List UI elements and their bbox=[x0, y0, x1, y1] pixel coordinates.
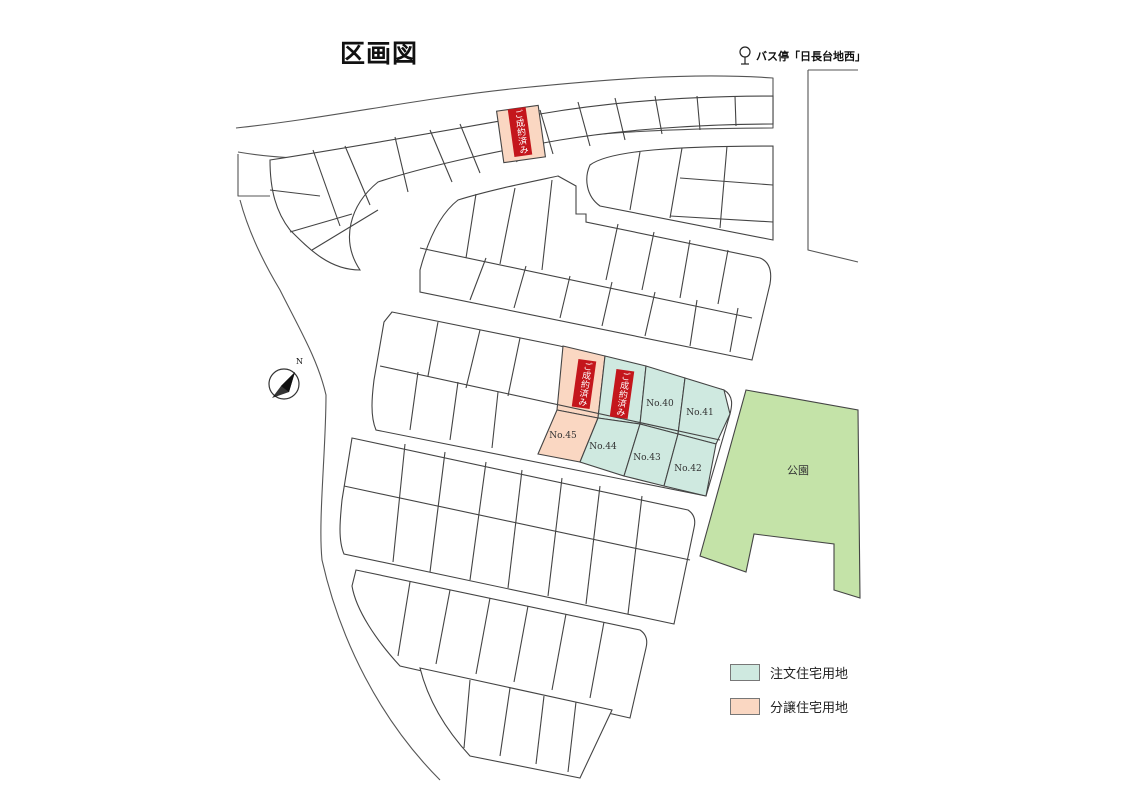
legend-item-custom: 注文住宅用地 bbox=[730, 662, 848, 682]
block-d bbox=[371, 311, 733, 497]
sold-badge-top: ご成約済み bbox=[507, 106, 533, 158]
lot-label: No.43 bbox=[633, 453, 661, 463]
legend-swatch-custom bbox=[730, 663, 760, 681]
lot-42 bbox=[663, 433, 717, 497]
park-label: 公園 bbox=[787, 464, 809, 477]
bus-stop-pin-icon bbox=[739, 46, 751, 65]
lot-label: No.45 bbox=[549, 431, 577, 441]
block-g bbox=[419, 667, 613, 779]
page-title: 区画図 bbox=[340, 39, 419, 68]
legend-item-sale: 分譲住宅用地 bbox=[730, 696, 848, 716]
block-c bbox=[419, 175, 772, 361]
legend-label-custom: 注文住宅用地 bbox=[770, 666, 849, 682]
road-edge-right bbox=[807, 70, 859, 263]
block-b bbox=[586, 145, 774, 241]
road-edge-left-2 bbox=[239, 199, 441, 781]
north-arrow-icon: N bbox=[268, 357, 303, 400]
north-label: N bbox=[296, 357, 303, 366]
bus-stop: バス停「日長台地西」 bbox=[738, 46, 866, 66]
road-edge-left bbox=[237, 154, 270, 197]
sold-badge-mid-2: ご成約済み bbox=[609, 368, 635, 420]
lot-41 bbox=[677, 377, 731, 445]
legend-swatch-sale bbox=[730, 697, 760, 715]
legend: 注文住宅用地 分譲住宅用地 bbox=[730, 662, 848, 730]
lot-label: No.41 bbox=[686, 408, 713, 418]
lot-label: No.44 bbox=[589, 442, 617, 452]
legend-label-sale: 分譲住宅用地 bbox=[770, 700, 849, 716]
sold-badge-mid-1: ご成約済み bbox=[571, 358, 597, 410]
block-e bbox=[339, 437, 696, 625]
lot-label: No.40 bbox=[646, 399, 674, 409]
bus-stop-label: バス停「日長台地西」 bbox=[756, 50, 866, 63]
lot-label: No.42 bbox=[674, 464, 701, 474]
block-f bbox=[351, 569, 648, 719]
park bbox=[699, 389, 861, 599]
